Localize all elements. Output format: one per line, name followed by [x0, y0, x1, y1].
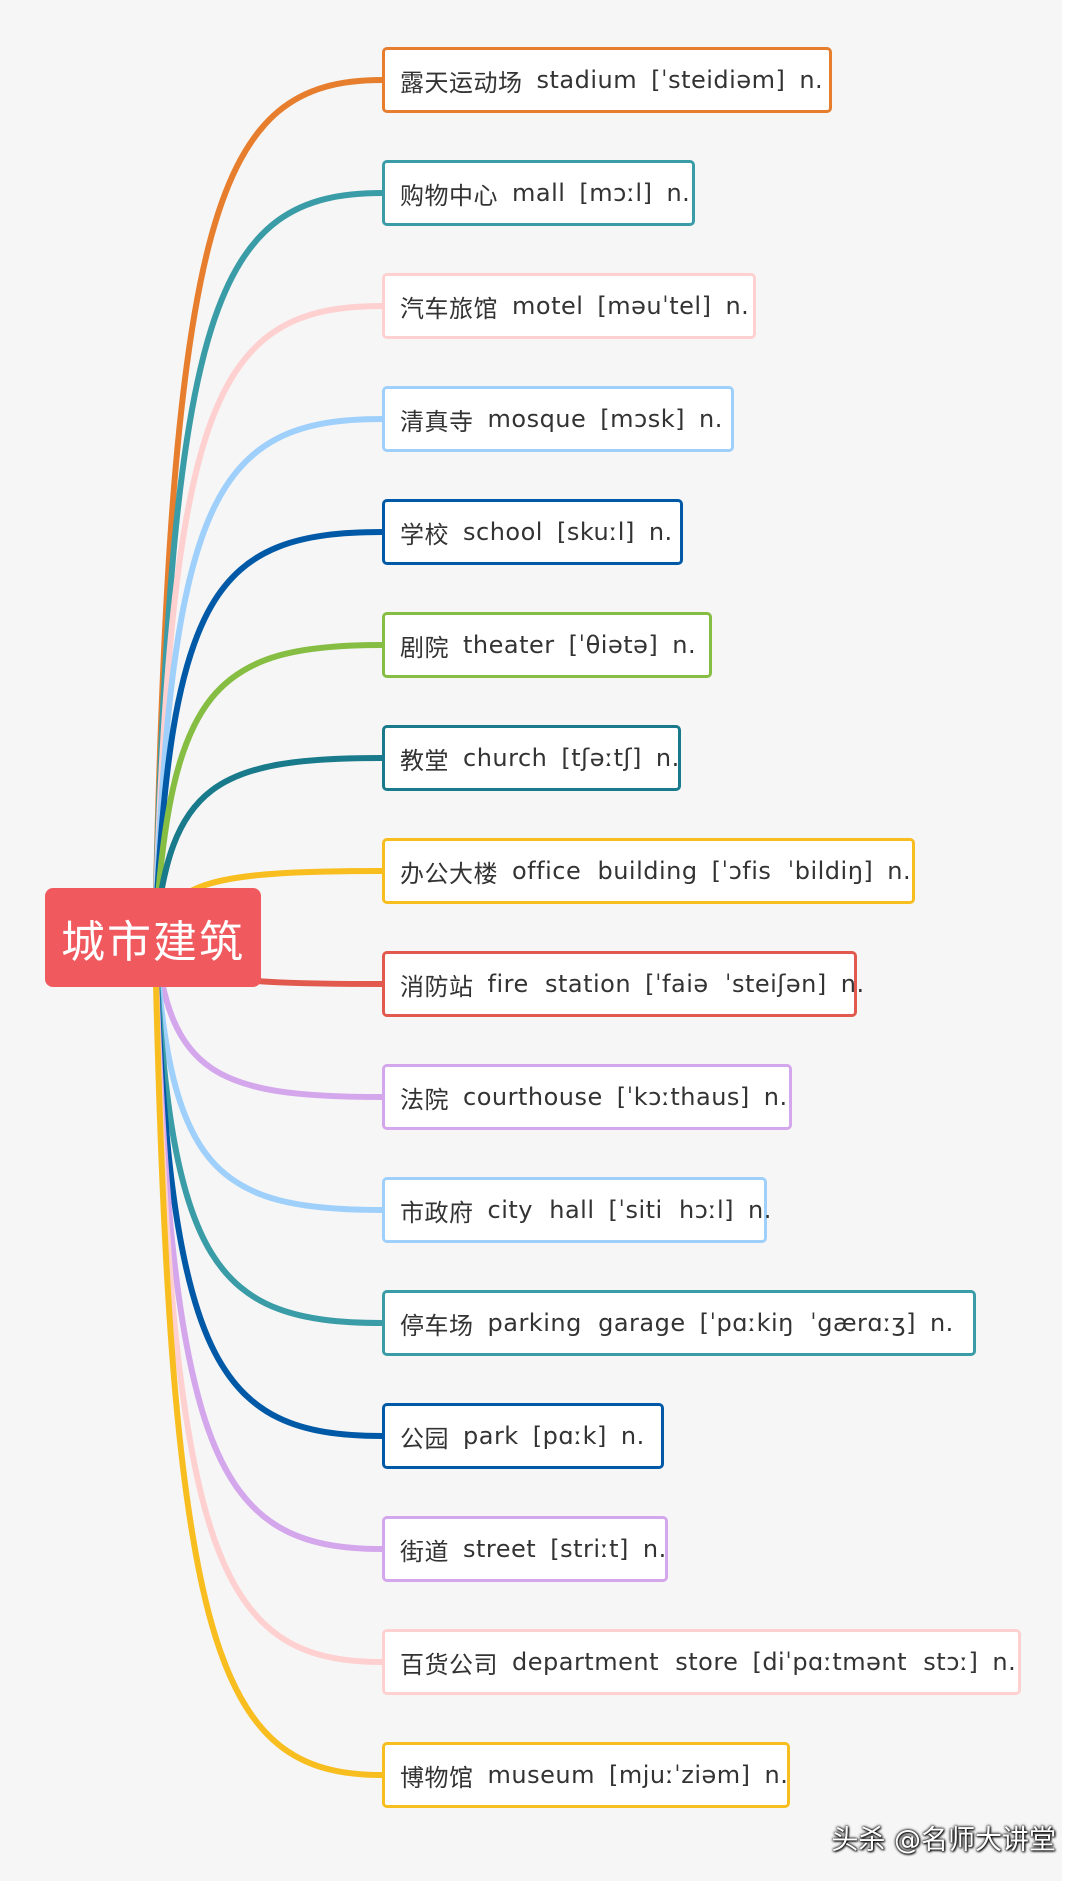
- branch-ipa-text: [diˈpɑːtmənt stɔː]: [752, 1648, 979, 1676]
- branch-ipa-text: [mjuːˈziəm]: [608, 1761, 751, 1789]
- branch-node[interactable]: 博物馆 museum [mjuːˈziəm] n.: [382, 1742, 790, 1808]
- branch-en-text: museum: [487, 1761, 595, 1789]
- branch-node[interactable]: 消防站 fire station [ˈfaiə ˈsteiʃən] n.: [382, 951, 864, 1017]
- branch-pos-text: n.: [666, 179, 691, 207]
- branch-node[interactable]: 购物中心 mall [mɔːl] n.: [382, 160, 695, 226]
- branch-ipa-text: [pɑːk]: [532, 1422, 607, 1450]
- branch-pos-text: n.: [648, 518, 673, 546]
- branch-ipa-text: [ˈpɑːkiŋ ˈgærɑːʒ]: [699, 1309, 916, 1337]
- branch-node[interactable]: 剧院 theater [ˈθiətə] n.: [382, 612, 712, 678]
- branch-en-text: parking garage: [487, 1309, 686, 1337]
- edge-5: [152, 642, 385, 941]
- branch-zh-text: 剧院: [400, 633, 449, 662]
- branch-en-text: park: [463, 1422, 519, 1450]
- branch-node[interactable]: 百货公司 department store [diˈpɑːtmənt stɔː] n.: [382, 1629, 1021, 1695]
- edge-6: [152, 755, 385, 941]
- branch-en-text: street: [463, 1535, 537, 1563]
- edge-15: [152, 935, 385, 1778]
- branch-pos-text: n.: [672, 631, 697, 659]
- branch-zh-text: 购物中心: [400, 181, 498, 210]
- branch-node[interactable]: 公园 park [pɑːk] n.: [382, 1403, 664, 1469]
- branch-pos-text: n.: [642, 1535, 667, 1563]
- branch-pos-text: n.: [725, 292, 750, 320]
- branch-en-text: office building: [512, 857, 698, 885]
- branch-node[interactable]: 汽车旅馆 motel [məuˈtel] n.: [382, 273, 756, 339]
- branch-node[interactable]: 清真寺 mosque [mɔsk] n.: [382, 386, 734, 452]
- branch-zh-text: 办公大楼: [400, 859, 498, 888]
- branch-en-text: department store: [512, 1648, 739, 1676]
- branch-zh-text: 教堂: [400, 746, 449, 775]
- branch-en-text: courthouse: [463, 1083, 603, 1111]
- branch-zh-text: 消防站: [400, 972, 474, 1001]
- branch-zh-text: 停车场: [400, 1311, 474, 1340]
- branch-ipa-text: [ˈsiti hɔːl]: [608, 1196, 734, 1224]
- branch-en-text: fire station: [487, 970, 632, 998]
- branch-ipa-text: [tʃəːtʃ]: [561, 744, 642, 772]
- branch-en-text: school: [463, 518, 543, 546]
- root-topic[interactable]: 城市建筑: [45, 888, 261, 987]
- branch-node[interactable]: 法院 courthouse [ˈkɔːthaus] n.: [382, 1064, 792, 1130]
- branch-zh-text: 百货公司: [400, 1650, 498, 1679]
- branch-ipa-text: [ˈfaiə ˈsteiʃən]: [645, 970, 827, 998]
- branch-zh-text: 学校: [400, 520, 449, 549]
- branch-pos-text: n.: [698, 405, 723, 433]
- branch-zh-text: 街道: [400, 1537, 449, 1566]
- branch-en-text: city hall: [487, 1196, 595, 1224]
- branch-node[interactable]: 市政府 city hall [ˈsiti hɔːl] n.: [382, 1177, 771, 1243]
- edge-2: [152, 303, 385, 941]
- branch-zh-text: 法院: [400, 1085, 449, 1114]
- branch-ipa-text: [skuːl]: [556, 518, 635, 546]
- branch-zh-text: 公园: [400, 1424, 449, 1453]
- branch-ipa-text: [ˈsteidiəm]: [651, 66, 786, 94]
- branch-pos-text: n.: [747, 1196, 772, 1224]
- branch-node[interactable]: 学校 school [skuːl] n.: [382, 499, 683, 565]
- root-topic-label: 城市建筑: [61, 916, 245, 968]
- branch-en-text: mosque: [487, 405, 587, 433]
- branch-en-text: motel: [512, 292, 584, 320]
- branch-en-text: mall: [512, 179, 566, 207]
- branch-node[interactable]: 街道 street [striːt] n.: [382, 1516, 668, 1582]
- branch-node[interactable]: 办公大楼 office building [ˈɔfis ˈbildiŋ] n.: [382, 838, 915, 904]
- branch-en-text: church: [463, 744, 548, 772]
- branch-pos-text: n.: [840, 970, 865, 998]
- branch-ipa-text: [ˈkɔːthaus]: [616, 1083, 750, 1111]
- edge-4: [152, 529, 385, 941]
- watermark: 头杀 @名师大讲堂: [831, 1825, 1056, 1856]
- branch-pos-text: n.: [887, 857, 912, 885]
- branch-en-text: stadium: [536, 66, 638, 94]
- branch-pos-text: n.: [655, 744, 680, 772]
- branch-en-text: theater: [463, 631, 555, 659]
- branch-node[interactable]: 露天运动场 stadium [ˈsteidiəm] n.: [382, 47, 832, 113]
- branch-ipa-text: [mɔːl]: [579, 179, 653, 207]
- branch-pos-text: n.: [799, 66, 824, 94]
- branch-pos-text: n.: [929, 1309, 954, 1337]
- branch-zh-text: 市政府: [400, 1198, 474, 1227]
- branch-zh-text: 汽车旅馆: [400, 294, 498, 323]
- branch-ipa-text: [mɔsk]: [600, 405, 685, 433]
- branch-pos-text: n.: [763, 1083, 788, 1111]
- branch-pos-text: n.: [620, 1422, 645, 1450]
- branch-ipa-text: [ˈɔfis ˈbildiŋ]: [711, 857, 874, 885]
- branch-pos-text: n.: [992, 1648, 1017, 1676]
- edge-3: [152, 416, 385, 941]
- branch-node[interactable]: 教堂 church [tʃəːtʃ] n.: [382, 725, 681, 791]
- branch-ipa-text: [ˈθiətə]: [568, 631, 659, 659]
- branch-zh-text: 清真寺: [400, 407, 474, 436]
- branch-ipa-text: [məuˈtel]: [597, 292, 712, 320]
- branch-ipa-text: [striːt]: [550, 1535, 629, 1563]
- branch-node[interactable]: 停车场 parking garage [ˈpɑːkiŋ ˈgærɑːʒ] n.: [382, 1290, 976, 1356]
- branch-zh-text: 露天运动场: [400, 68, 523, 97]
- branch-pos-text: n.: [764, 1761, 789, 1789]
- edge-13: [152, 935, 385, 1552]
- branch-zh-text: 博物馆: [400, 1763, 474, 1792]
